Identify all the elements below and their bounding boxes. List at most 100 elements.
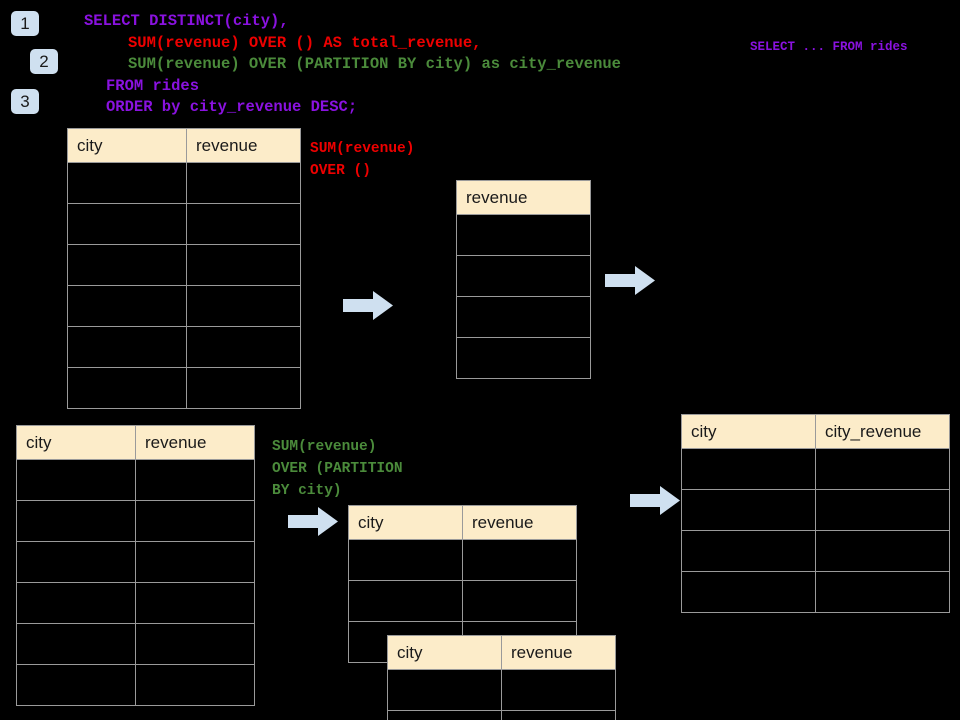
table-cell (456, 255, 591, 297)
table-row (67, 367, 301, 409)
table-cell (67, 326, 187, 368)
table-row (16, 664, 255, 706)
table-cell (135, 623, 255, 665)
table-cell (462, 539, 577, 581)
table-row (387, 710, 616, 720)
sql-line-4: FROM rides (106, 76, 200, 95)
arrow-right-icon (343, 291, 393, 320)
table-cell (348, 580, 463, 622)
table-row (67, 285, 301, 327)
column-header-revenue: revenue (456, 180, 591, 215)
table-row (16, 500, 255, 542)
arrow-source-to-total (343, 291, 393, 320)
total-revenue-table: revenue (456, 180, 591, 379)
table-row (16, 582, 255, 624)
partition-anno: SUM(revenue) OVER (PARTITION BY city) (272, 439, 403, 499)
table-cell (67, 285, 187, 327)
table-cell (16, 623, 136, 665)
table-cell (501, 710, 616, 720)
table-cell (681, 571, 816, 613)
table-row (456, 214, 591, 256)
sql-query-block: SELECT DISTINCT(city), SUM(revenue) OVER … (84, 11, 621, 119)
table-cell (815, 448, 950, 490)
sql-line-2: SUM(revenue) OVER () AS total_revenue, (128, 33, 482, 52)
table-cell (456, 214, 591, 256)
table-cell (456, 296, 591, 338)
table-cell (16, 459, 136, 501)
arrow-source-to-partition (288, 507, 338, 536)
arrow-partition-to-result (630, 486, 680, 515)
table-cell (387, 669, 502, 711)
table-cell (387, 710, 502, 720)
column-header-city: city (681, 414, 816, 449)
table-row (681, 448, 950, 490)
table-cell (135, 459, 255, 501)
table-row (348, 539, 577, 581)
arrow-right-icon (630, 486, 680, 515)
sql-line-5: ORDER by city_revenue DESC; (106, 98, 358, 116)
table-header-row: revenue (456, 180, 591, 215)
table-cell (135, 500, 255, 542)
table-cell (16, 664, 136, 706)
arrow-right-icon (288, 507, 338, 536)
table-cell (186, 203, 301, 245)
table-cell (186, 367, 301, 409)
table-row (67, 326, 301, 368)
arrow-total-to-result (605, 266, 655, 295)
column-header-city: city (16, 425, 136, 460)
table-cell (681, 448, 816, 490)
table-cell (16, 582, 136, 624)
table-cell (186, 326, 301, 368)
step-badge-1: 1 (11, 11, 39, 36)
table-row (387, 669, 616, 711)
table-row (456, 337, 591, 379)
table-cell (815, 530, 950, 572)
column-header-revenue: revenue (186, 128, 301, 163)
table-row (16, 541, 255, 583)
table-cell (16, 541, 136, 583)
table-cell (186, 162, 301, 204)
table-row (67, 162, 301, 204)
table-cell (67, 162, 187, 204)
table-cell (135, 541, 255, 583)
table-cell (135, 582, 255, 624)
table-row (348, 580, 577, 622)
table-cell (67, 367, 187, 409)
sql-line-1: SELECT DISTINCT(city), (84, 12, 289, 30)
table-cell (67, 203, 187, 245)
arrow-right-icon (605, 266, 655, 295)
table-row (456, 296, 591, 338)
table-cell (135, 664, 255, 706)
table-cell (16, 500, 136, 542)
table-row (456, 255, 591, 297)
column-header-revenue: revenue (501, 635, 616, 670)
table-cell (815, 489, 950, 531)
table-cell (456, 337, 591, 379)
table-row (16, 459, 255, 501)
table-cell (67, 244, 187, 286)
table-cell (186, 244, 301, 286)
table-cell (186, 285, 301, 327)
column-header-city: city (348, 505, 463, 540)
table-cell (501, 669, 616, 711)
table-cell (681, 489, 816, 531)
table-cell (815, 571, 950, 613)
step-badge-3: 3 (11, 89, 39, 114)
table-row (681, 530, 950, 572)
step-badge-2: 2 (30, 49, 58, 74)
sql-line-3: SUM(revenue) OVER (PARTITION BY city) as… (128, 55, 621, 73)
column-header-revenue: revenue (462, 505, 577, 540)
table-cell (348, 539, 463, 581)
table-row (681, 489, 950, 531)
column-header-city: city (387, 635, 502, 670)
